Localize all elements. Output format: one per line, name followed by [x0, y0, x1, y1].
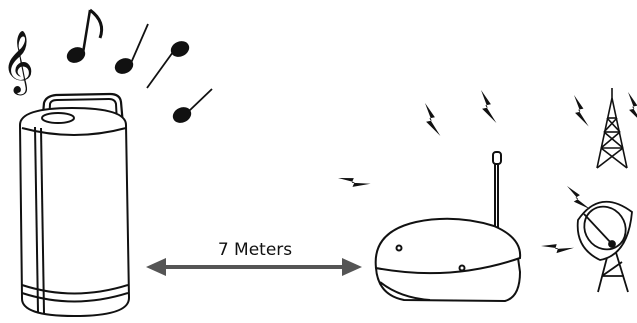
lightning-bolt-icon — [338, 166, 371, 196]
music-note-icon — [114, 23, 149, 74]
music-note-icon — [172, 88, 213, 123]
music-notes: 𝄞 — [2, 8, 213, 123]
lightning-bolt-icon — [628, 92, 637, 124]
transmission-tower-icon — [596, 88, 628, 169]
speaker — [18, 92, 131, 318]
satellite-dish-icon — [576, 200, 633, 293]
distance-arrow — [146, 258, 362, 276]
receiver-base — [374, 151, 522, 303]
lightning-bolt-icon — [425, 103, 441, 136]
lightning-bolt-icon — [574, 95, 589, 127]
music-note-icon — [66, 8, 104, 63]
treble-clef-icon: 𝄞 — [2, 30, 34, 96]
lightning-bolt-icon — [541, 233, 575, 261]
speaker-handle — [40, 92, 125, 126]
speaker-body — [18, 106, 131, 318]
music-note-icon — [146, 41, 190, 89]
distance-label: 7 Meters — [217, 240, 293, 260]
lightning-bolt-icon — [481, 90, 497, 123]
